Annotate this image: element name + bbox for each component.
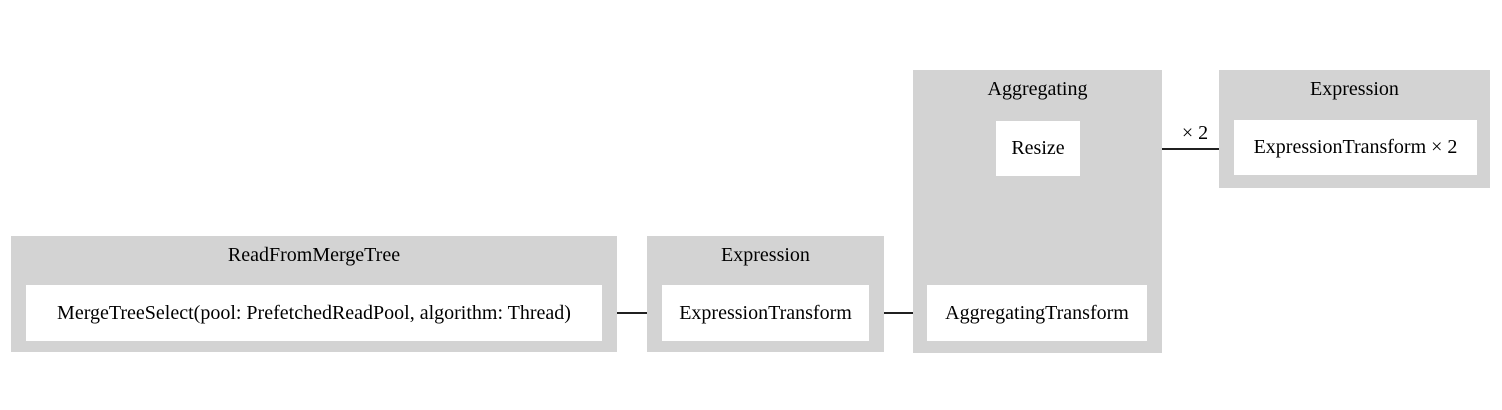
node-aggregatingtransform: AggregatingTransform	[927, 285, 1147, 341]
cluster-expression-1-title: Expression	[721, 244, 810, 266]
cluster-readfrommergetree-title: ReadFromMergeTree	[227, 244, 401, 266]
node-expressiontransform-x2: ExpressionTransform × 2	[1234, 120, 1477, 175]
cluster-aggregating-title: Aggregating	[987, 78, 1088, 100]
cluster-expression-2: Expression ExpressionTransform × 2	[1219, 70, 1490, 188]
cluster-readfrommergetree: ReadFromMergeTree MergeTreeSelect(pool: …	[11, 236, 617, 352]
node-mergetreeselect: MergeTreeSelect(pool: PrefetchedReadPool…	[26, 285, 602, 341]
cluster-expression-1: Expression ExpressionTransform	[647, 236, 884, 352]
cluster-expression-2-title: Expression	[1310, 78, 1399, 100]
node-expressiontransform: ExpressionTransform	[662, 285, 869, 341]
node-resize: Resize	[996, 121, 1080, 176]
cluster-aggregating: Aggregating Resize AggregatingTransform	[913, 70, 1162, 353]
edge-label-x2: × 2	[1181, 122, 1209, 144]
